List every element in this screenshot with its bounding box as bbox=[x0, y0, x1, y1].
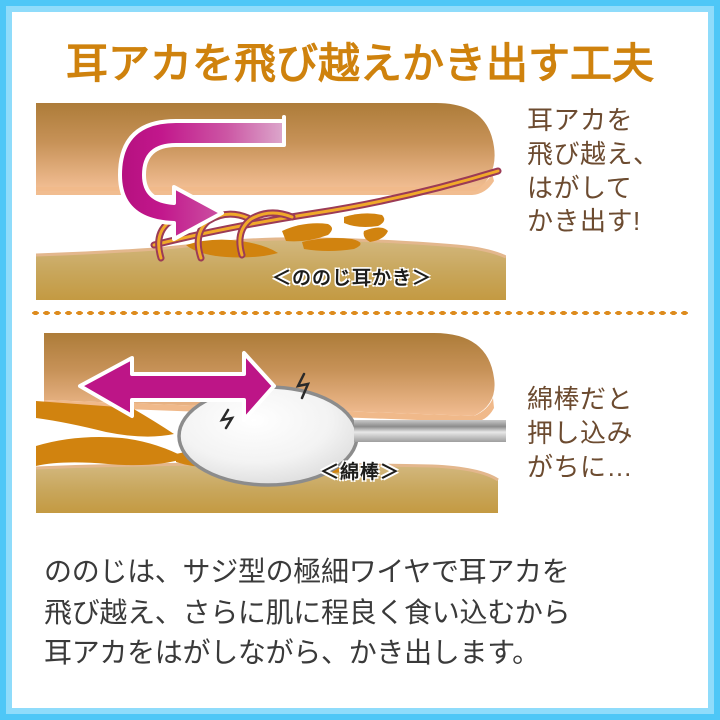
illustration-nonoji-earpick bbox=[36, 95, 506, 300]
u-turn-arrow-icon bbox=[118, 115, 286, 241]
illustration-label-swab: ＜綿棒＞ bbox=[320, 462, 401, 483]
ear-canal-floor bbox=[36, 464, 498, 513]
section-divider bbox=[30, 310, 690, 316]
illustration-label-nonoji: ＜ののじ耳かき＞ bbox=[272, 268, 433, 289]
cotton-swab-diagram bbox=[36, 333, 506, 513]
illustration-cotton-swab bbox=[36, 328, 506, 513]
page-title: 耳アカを飛び越えかき出す工夫 bbox=[65, 40, 654, 87]
cotton-swab-stick bbox=[354, 420, 506, 442]
ear-canal-floor bbox=[36, 238, 506, 300]
caption-nonoji: 耳アカを 飛び越え、 はがして かき出す! bbox=[527, 105, 660, 237]
friction-marks bbox=[219, 372, 311, 430]
caption-swab: 綿棒だと 押し込み がちに… bbox=[527, 384, 634, 482]
body-description: ののじは、サジ型の極細ワイヤで耳アカを 飛び越え、さらに肌に程良く食い込むから … bbox=[44, 556, 571, 669]
ear-canal-upper-edge bbox=[36, 173, 494, 195]
earwax-flakes bbox=[186, 213, 388, 258]
left-arrow-icon bbox=[78, 351, 276, 422]
nonoji-earpick-diagram bbox=[36, 103, 506, 300]
